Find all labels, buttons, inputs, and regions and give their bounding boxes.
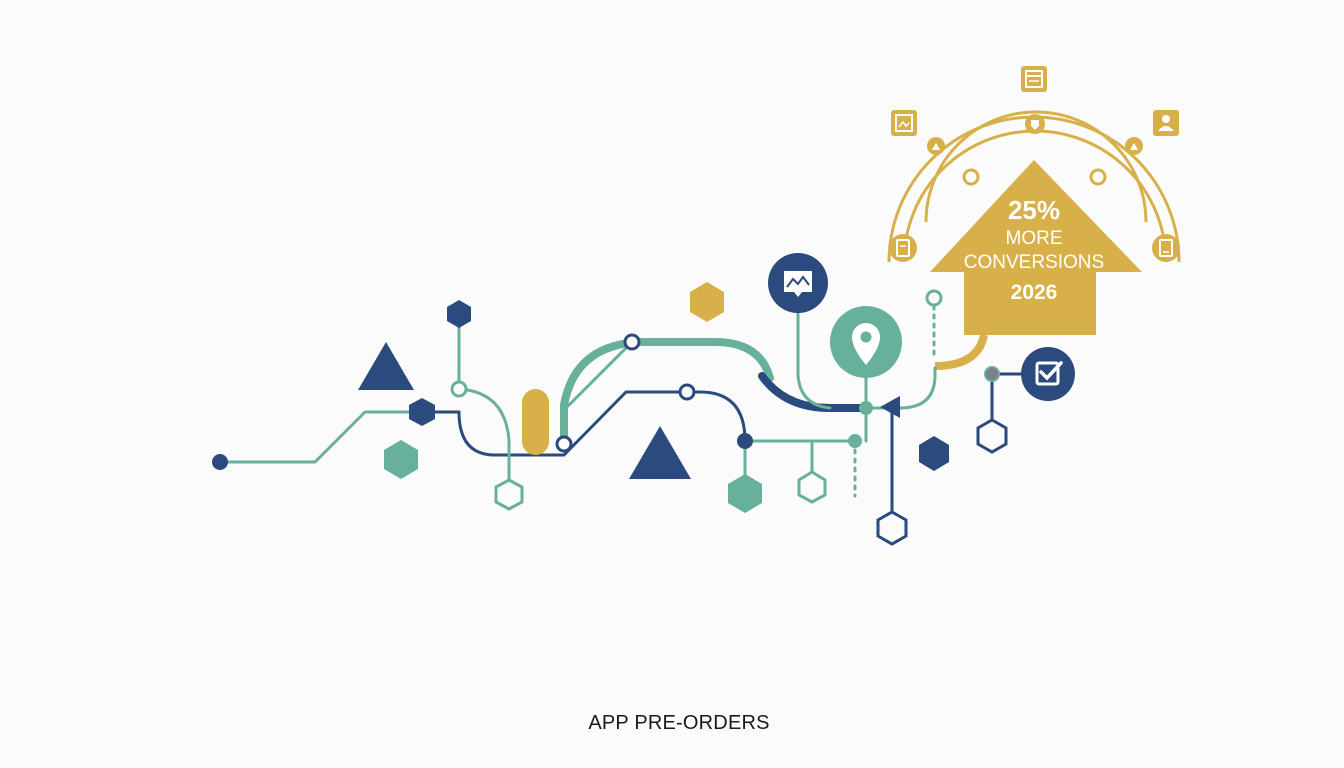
arrow-more: MORE [1006,228,1063,249]
window-icon [1021,66,1047,92]
document-icon [889,234,917,262]
pipeline-nodes [212,289,1000,470]
hexagon-shapes [384,282,1008,546]
arrow-percent: 25% [1008,195,1060,225]
arrow-conversions: CONVERSIONS [964,252,1104,273]
conversion-arrow: 25% MORE CONVERSIONS 2026 [930,160,1142,370]
gold-pill [522,389,549,455]
pipeline-lines [218,304,1024,514]
image-icon [891,110,917,136]
person-icon [1153,110,1179,136]
triangle-shapes [358,342,691,479]
checkbox-check-icon [1021,347,1075,401]
arrow-year: 2026 [1011,281,1058,304]
location-pin-icon [830,306,902,378]
tablet-icon [1152,234,1180,262]
arc-nodes [927,114,1143,186]
chart-message-icon [768,253,828,313]
caption: APP PRE-ORDERS [588,712,770,734]
